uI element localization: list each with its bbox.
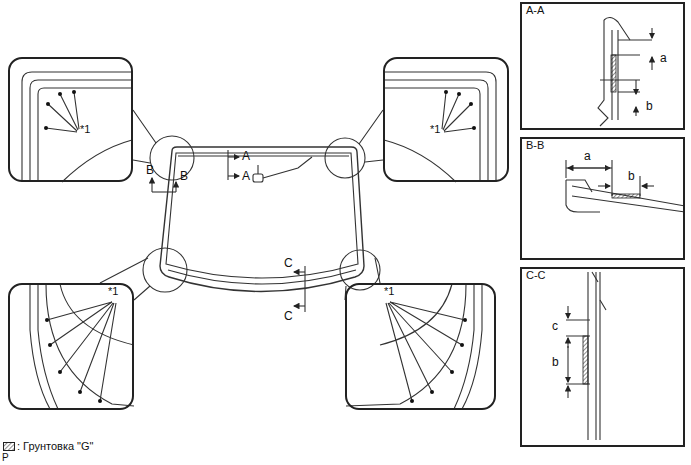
section-title: A-A (526, 5, 544, 16)
section-marker: A (242, 170, 250, 182)
section-title: B-B (526, 140, 544, 151)
callout-number: *1 (80, 124, 90, 135)
legend-text: : Грунтовка "G" (17, 441, 94, 452)
section-marker: A (242, 150, 250, 162)
section-marker: B (180, 170, 188, 182)
section-title: C-C (526, 270, 546, 281)
detail-inset: *1 (383, 57, 509, 182)
detail-inset: *1 (345, 283, 496, 410)
section-panel: A-A a b (520, 2, 685, 130)
section-marker: C (284, 257, 293, 269)
dimension-letter: a (584, 150, 591, 162)
dimension-letter: b (646, 100, 653, 112)
section-marker: C (284, 310, 293, 322)
section-panel: C-C c b (520, 267, 685, 447)
dimension-letter: a (660, 52, 667, 64)
section-panel: B-B a b (520, 137, 685, 260)
section-marker: B (146, 164, 154, 176)
dimension-letter: b (628, 170, 635, 182)
callout-number: *1 (384, 286, 394, 297)
figure-code: P (2, 453, 9, 463)
dimension-letter: b (552, 356, 559, 368)
detail-inset: *1 (8, 57, 133, 182)
callout-number: *1 (108, 286, 118, 297)
dimension-letter: c (552, 320, 558, 332)
legend-swatch (3, 442, 15, 451)
detail-inset: *1 (8, 283, 134, 410)
callout-number: *1 (430, 124, 440, 135)
